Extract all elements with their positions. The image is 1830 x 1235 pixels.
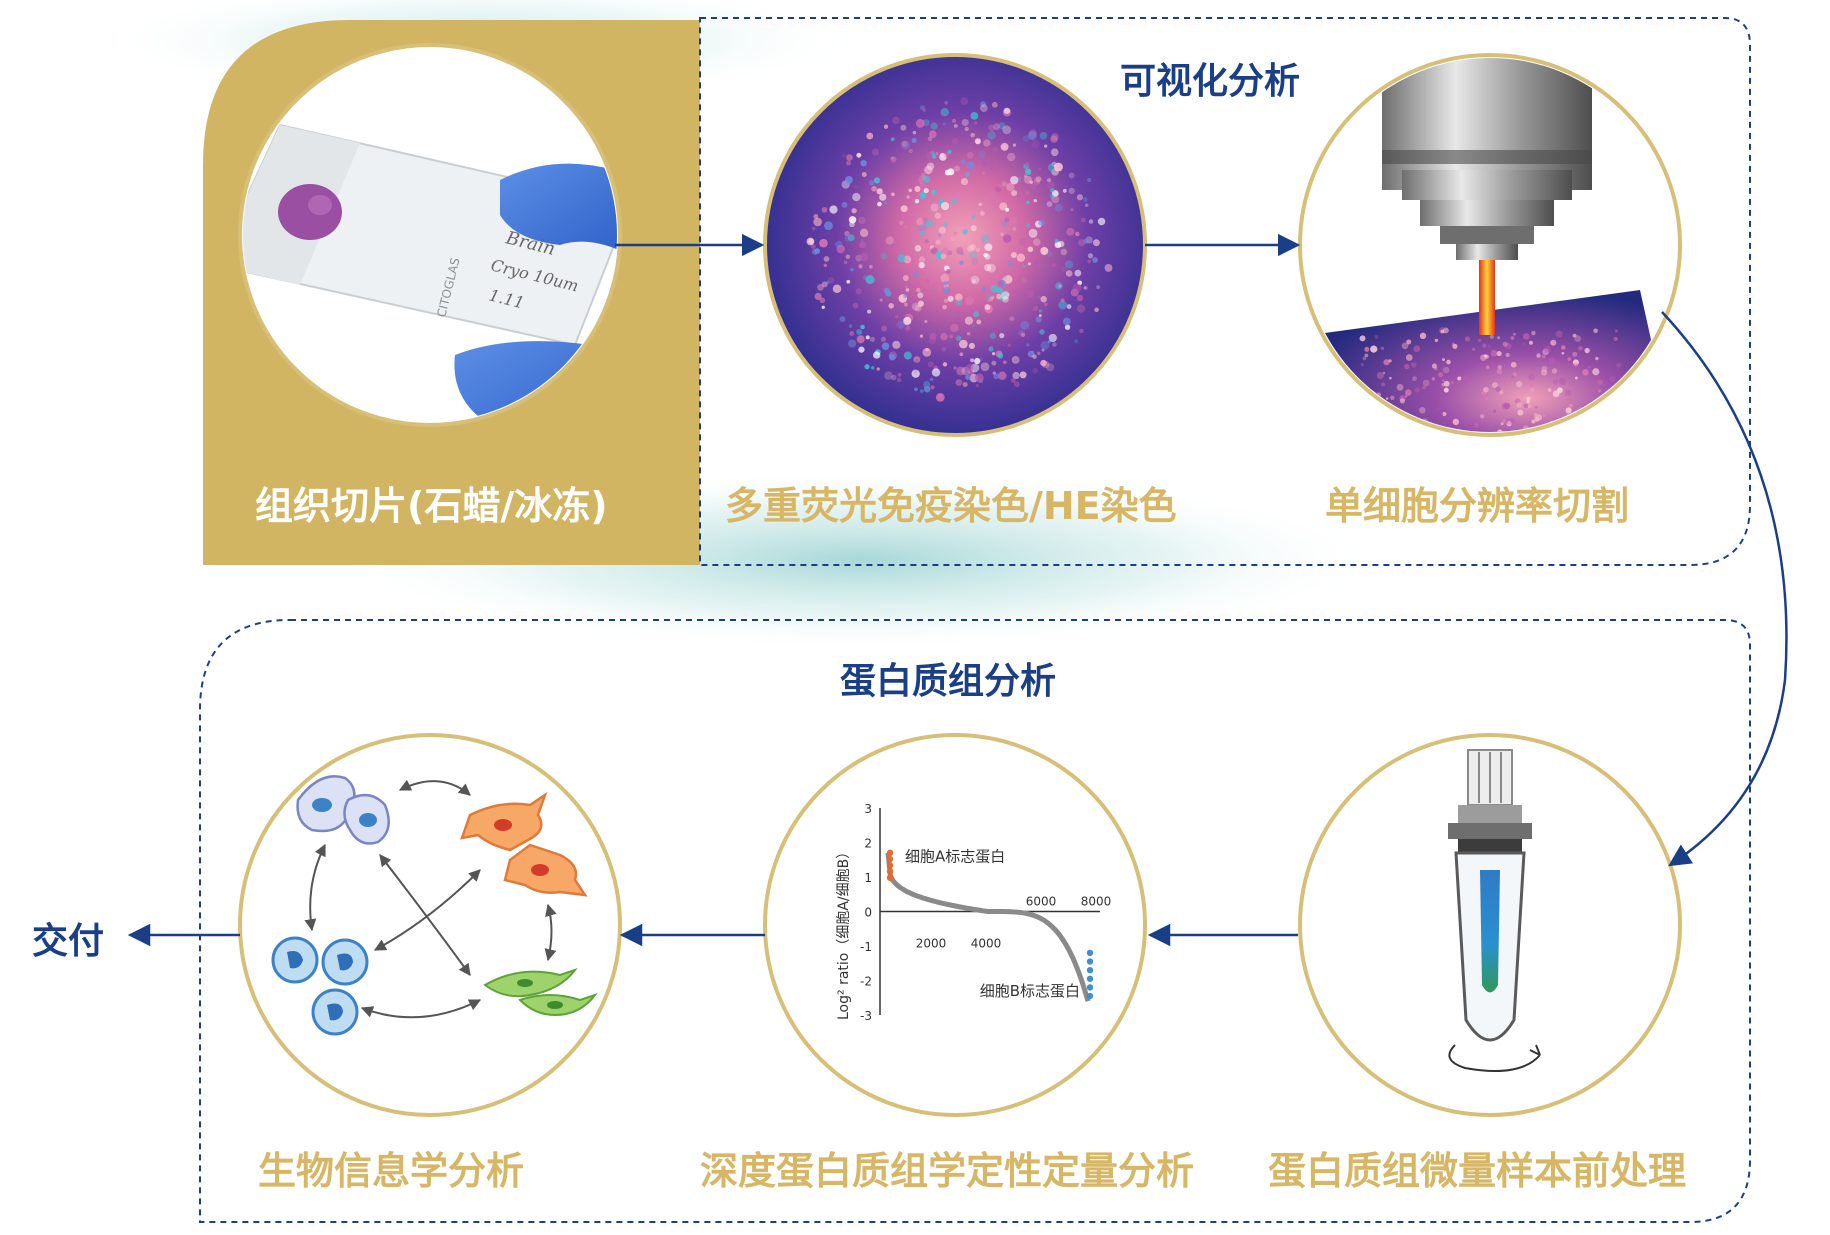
cell-interaction-icon <box>238 733 622 1117</box>
marker-b <box>1086 949 1094 957</box>
marker-a <box>886 849 894 857</box>
xtick-label: 6000 <box>1026 895 1057 909</box>
proteomics-title: 蛋白质组分析 <box>840 661 1057 702</box>
xtick-label: 2000 <box>916 937 947 951</box>
marker-a <box>886 855 894 863</box>
ytick-label: 0 <box>864 906 872 920</box>
marker-a <box>886 868 894 875</box>
annotation-a: 细胞A标志蛋白 <box>905 847 1005 865</box>
ytick-label: 2 <box>864 837 872 851</box>
step-4-label: 蛋白质组微量样本前处理 <box>1268 1149 1687 1193</box>
step-2-label: 多重荧光免疫染色/HE染色 <box>725 484 1177 528</box>
marker-b <box>1086 984 1094 991</box>
marker-b <box>1086 958 1094 965</box>
fluorescence-tissue-icon <box>763 53 1147 437</box>
xtick-label: 8000 <box>1081 895 1112 909</box>
marker-b <box>1086 975 1094 982</box>
centrifuge-tube-icon <box>1298 733 1682 1117</box>
step-1-label: 组织切片(石蜡/冰冻) <box>255 484 608 528</box>
arrow-3-4 <box>1661 311 1788 867</box>
chart-ylabel: Log² ratio（细胞A/细胞B） <box>836 845 852 1020</box>
laser-microdissection-icon <box>1298 53 1682 437</box>
green-cells <box>483 968 598 1017</box>
delivery-label: 交付 <box>32 921 105 962</box>
blue-cells <box>271 936 369 1036</box>
macrophage-cell <box>296 775 390 845</box>
fibroblast-cell-orange <box>460 791 588 897</box>
annotation-b: 细胞B标志蛋白 <box>980 982 1080 1000</box>
flow-arrows <box>127 233 1788 947</box>
ytick-label: -2 <box>860 975 872 989</box>
marker-b <box>1086 966 1094 974</box>
visual-analysis-box <box>699 17 1751 566</box>
ytick-label: 3 <box>864 802 872 816</box>
marker-a <box>886 862 894 869</box>
xtick-label: 4000 <box>971 937 1002 951</box>
step-5-label: 深度蛋白质组学定性定量分析 <box>700 1149 1195 1193</box>
ytick-label: 1 <box>864 871 872 885</box>
log-ratio-chart-icon: 3 2 1 0 -1 -2 -3 2000 4000 6000 8000 Log² ratio（细胞A… <box>763 733 1147 1117</box>
marker-b <box>1086 992 1094 1000</box>
marker-a <box>886 874 894 881</box>
ytick-label: -3 <box>860 1009 872 1023</box>
step-6-label: 生物信息学分析 <box>258 1149 525 1193</box>
ytick-label: -1 <box>860 940 872 954</box>
ratio-curve <box>885 852 1091 1002</box>
step-3-label: 单细胞分辨率切割 <box>1325 484 1630 528</box>
visual-analysis-title: 可视化分析 <box>1120 61 1301 102</box>
proteomics-box <box>199 619 1751 1223</box>
